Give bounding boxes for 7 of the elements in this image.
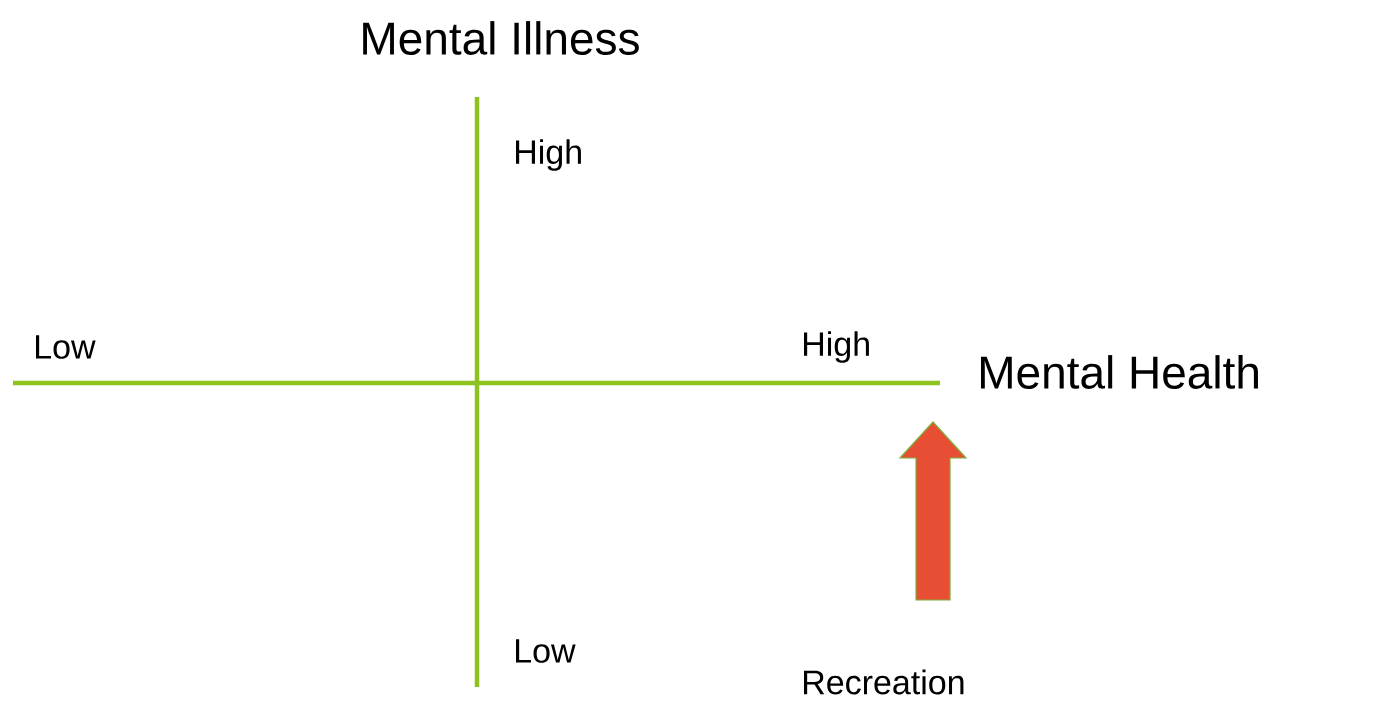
axis-label: Low (36, 335, 96, 359)
axis-label: High (516, 139, 581, 171)
axis-label: Mental Health (981, 355, 1258, 389)
axis-label: Low (516, 639, 576, 663)
axis-label: Mental Illness (363, 21, 639, 55)
arrow-label: Recreation (804, 669, 964, 695)
axis-label: High (804, 331, 869, 363)
